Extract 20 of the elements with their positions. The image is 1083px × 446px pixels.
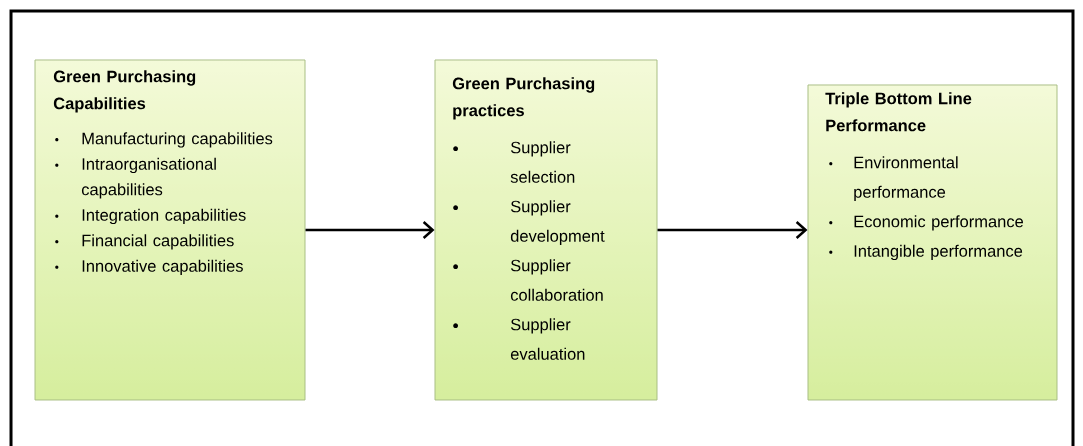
list-item: Environmental performance: [829, 156, 958, 202]
list-item: Financial capabilities: [55, 234, 234, 250]
list-item: Supplier selection: [453, 141, 575, 183]
heading: Triple Bottom Line Performance: [825, 92, 972, 132]
heading: Green Purchasing Capabilities: [53, 70, 196, 113]
list-item: Supplier development: [453, 200, 605, 246]
list-item: Manufacturing capabilities: [55, 132, 273, 148]
list-item: Innovative capabilities: [55, 259, 243, 276]
list-item: Supplier evaluation: [453, 318, 585, 360]
heading: Green Purchasing practices: [452, 77, 595, 120]
list-item: Intraorganisational capabilities: [55, 157, 216, 199]
list-item: Intangible performance: [829, 244, 1023, 261]
text-box: [434, 59, 658, 401]
arrow: [657, 221, 808, 239]
text-box: [807, 84, 1058, 401]
list-item: Economic performance: [829, 215, 1023, 231]
list-item: Supplier collaboration: [453, 259, 603, 301]
text-box: [34, 59, 306, 401]
arrow: [305, 221, 435, 239]
list-item: Integration capabilities: [55, 208, 246, 225]
